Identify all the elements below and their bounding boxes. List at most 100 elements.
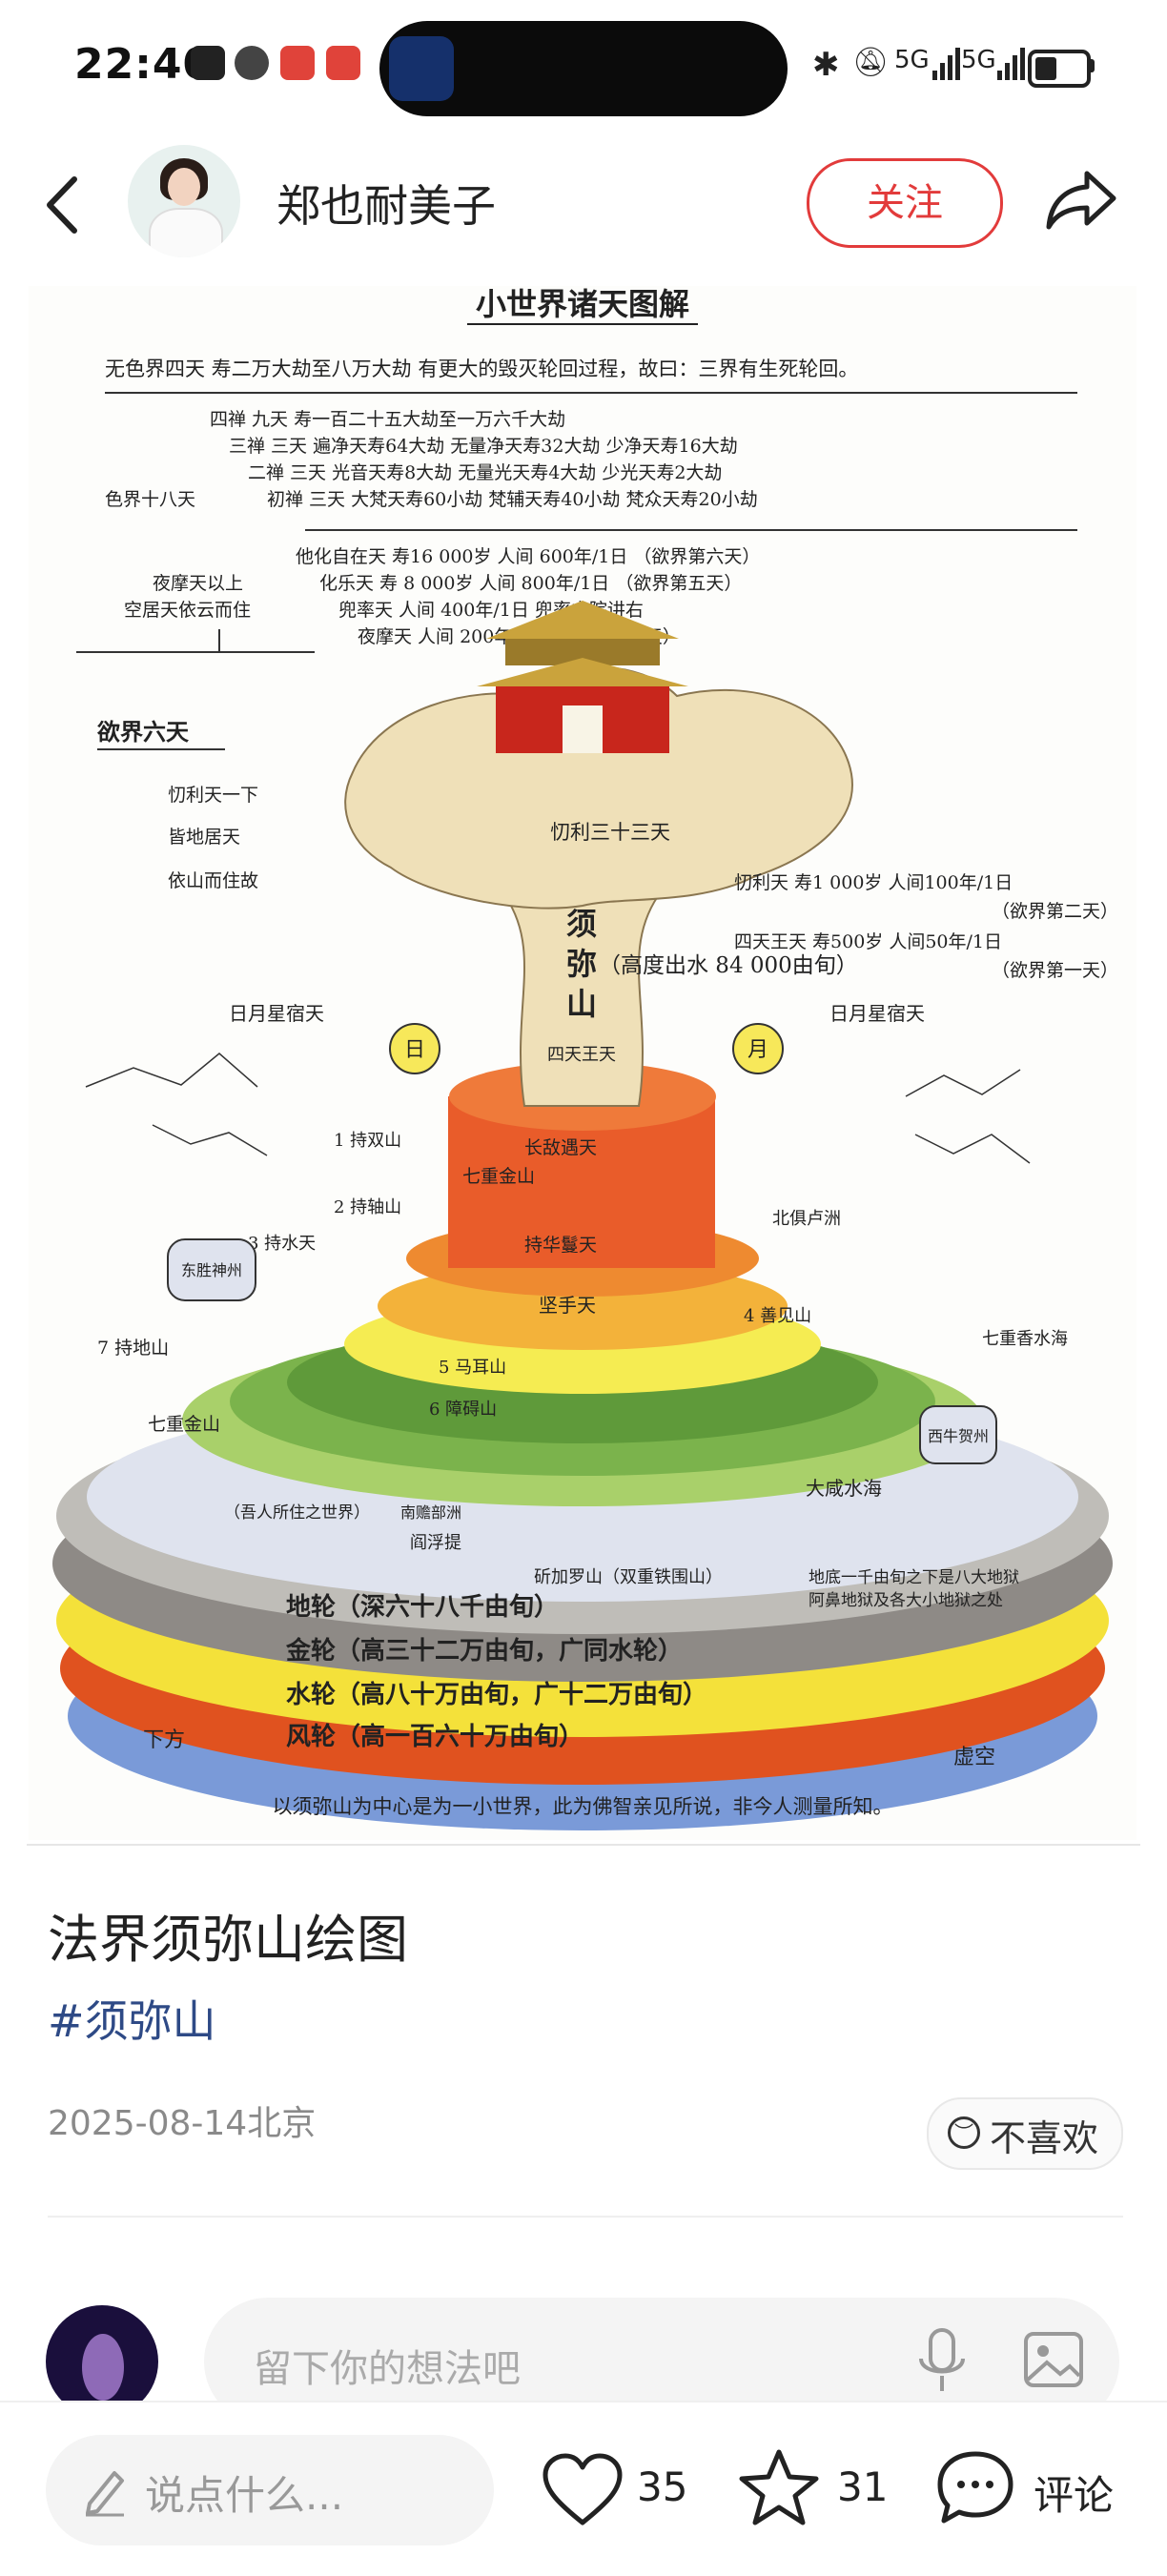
left-note: 依山而住故 (168, 870, 258, 891)
mountain-label: 坚手天 (539, 1294, 596, 1317)
mountain-label: （吾人所住之世界） (224, 1503, 370, 1523)
comment-placeholder[interactable]: 留下你的想法吧 (254, 2347, 521, 2391)
figure-formless-realm: 无色界四天 寿二万大劫至八万大劫 有更大的毁灭轮回过程，故曰：三界有生死轮回。 (105, 358, 858, 380)
sumeru-char: 须 (566, 906, 597, 942)
dislike-label[interactable]: 不喜欢 (990, 2117, 1099, 2159)
moon-label: 月 (747, 1038, 768, 1062)
mountain-label: 1 持双山 (334, 1131, 401, 1151)
likes-count: 35 (637, 2464, 688, 2510)
mountain-label: 北俱卢洲 (772, 1209, 841, 1229)
back-icon[interactable] (42, 162, 84, 248)
app-notification-icon (280, 46, 315, 80)
sumeru-height: （高度出水 84 000由旬） (599, 953, 858, 978)
form-row: 初禅 三天 大梵天寿60小劫 梵辅天寿40小劫 梵众天寿20小劫 (267, 489, 758, 510)
form-row: 三禅 三天 遍净天寿64大劫 无量净天寿32大劫 少净天寿16大劫 (229, 436, 738, 457)
figure-title: 小世界诸天图解 (476, 286, 689, 322)
island-app-icon (389, 36, 454, 101)
comment-label[interactable]: 评论 (1034, 2472, 1115, 2519)
sun-moon-label: 日月星宿天 (829, 1002, 925, 1025)
layer-label: 水轮（高八十万由旬，广十二万由旬） (286, 1680, 707, 1709)
sun-moon-label: 日月星宿天 (229, 1002, 324, 1025)
say-something-input[interactable] (46, 2435, 494, 2545)
dislike-face-icon: ︶ (948, 2116, 980, 2149)
four-kings-label: 四天王天 (547, 1045, 616, 1065)
signal-bars-icon (997, 48, 1026, 80)
form-realm-label: 色界十八天 (105, 489, 195, 510)
signal-bars-icon (932, 48, 961, 80)
mountain-label: 7 持地山 (97, 1338, 169, 1359)
mountain-label: 持华鬘天 (524, 1234, 597, 1256)
star-icon[interactable] (736, 2446, 822, 2530)
below-label: 下方 (143, 1728, 185, 1752)
pencil-icon (80, 2465, 128, 2517)
layer-label: 金轮（高三十二万由旬，广同水轮） (285, 1636, 683, 1666)
follow-button[interactable]: 关注 (807, 158, 1003, 248)
favorites-count: 31 (837, 2464, 889, 2510)
mountain-label: 南赡部洲 (400, 1503, 461, 1522)
yama-note: 空居天依云而住 (124, 600, 251, 621)
right-note: （欲界第二天） (992, 901, 1118, 922)
mountain-label: 地底一千由旬之下是八大地狱 (809, 1568, 1019, 1587)
heart-icon[interactable] (540, 2450, 625, 2530)
mountain-label: 长敌遇天 (524, 1137, 597, 1158)
upload-notification-icon (191, 46, 225, 80)
mountain-label: 斫加罗山（双重铁围山） (534, 1567, 723, 1587)
desire-row: 化乐天 寿 8 000岁 人间 800年/1日 （欲界第五天） (319, 573, 742, 594)
mountain-label: 5 马耳山 (439, 1358, 506, 1378)
mountain-label: 6 障碍山 (429, 1400, 497, 1420)
status-bar: 22:40 ✱ 🔕︎ 5G 5G (0, 0, 1167, 133)
figure-caption: 以须弥山为中心是为一小世界，此为佛智亲见所说，非今人测量所知。 (273, 1795, 893, 1818)
mountain-label: 3 持水天 (248, 1234, 316, 1254)
mountain-label: 阿鼻地狱及各大小地狱之处 (809, 1591, 1003, 1610)
layer-label: 地轮（深六十八千由旬） (286, 1593, 559, 1622)
mountain-label: 七重香水海 (982, 1329, 1068, 1349)
user-avatar[interactable] (46, 2305, 158, 2418)
app-notification-icon (326, 46, 360, 80)
right-note: 四天王天 寿500岁 人间50年/1日 (734, 931, 1002, 952)
image-divider (27, 1844, 1140, 1846)
wechat-notification-icon (235, 46, 269, 80)
layer-label: 风轮（高一百六十万由旬） (286, 1722, 584, 1751)
right-note: （欲界第一天） (992, 960, 1118, 981)
form-row: 四禅 九天 寿一百二十五大劫至一万六千大劫 (210, 409, 565, 430)
mountain-label: 大咸水海 (806, 1477, 882, 1500)
mountain-label: 西牛贺州 (928, 1427, 989, 1445)
post-title: 法界须弥山绘图 (48, 1910, 408, 1970)
mountain-label: 东胜神州 (181, 1261, 242, 1279)
sun-label: 日 (404, 1038, 425, 1062)
battery-tip (1089, 59, 1095, 72)
desire-row: 他化自在天 寿16 000岁 人间 600年/1日 （欲界第六天） (296, 546, 760, 567)
void-label: 虚空 (953, 1746, 995, 1769)
mountain-label: 七重金山 (148, 1414, 220, 1435)
sumeru-char: 弥 (566, 946, 597, 982)
signal-5g-2: 5G (961, 46, 996, 74)
status-time: 22:40 (74, 40, 214, 89)
battery-level (1035, 57, 1056, 80)
hashtag-link[interactable]: #须弥山 (48, 1995, 216, 2047)
mountain-label: 4 善见山 (744, 1306, 811, 1326)
section-divider (48, 2216, 1123, 2218)
comment-icon[interactable] (934, 2446, 1016, 2530)
sumeru-char: 山 (566, 986, 597, 1022)
mic-icon[interactable] (913, 2326, 971, 2399)
desire-realm-label: 欲界六天 (96, 718, 189, 746)
yama-note: 夜摩天以上 (153, 573, 243, 594)
left-note: 忉利天一下 (168, 785, 258, 806)
left-note: 皆地居天 (168, 827, 240, 848)
image-icon[interactable] (1020, 2326, 1087, 2393)
say-placeholder[interactable]: 说点什么... (145, 2472, 344, 2519)
post-image-sumeru-diagram[interactable]: 小世界诸天图解 无色界四天 寿二万大劫至八万大劫 有更大的毁灭轮回过程，故曰：三… (29, 286, 1136, 1840)
author-avatar[interactable] (128, 145, 240, 257)
mountain-label: 七重金山 (462, 1166, 535, 1187)
signal-5g-1: 5G (894, 46, 930, 74)
right-note: 忉利天 寿1 000岁 人间100年/1日 (734, 872, 1013, 893)
mountain-label: 阎浮提 (410, 1533, 461, 1553)
form-row: 二禅 三天 光音天寿8大劫 无量光天寿4大劫 少光天寿2大劫 (248, 462, 722, 483)
trayastrimsa-label: 忉利三十三天 (550, 821, 670, 844)
bluetooth-icon: ✱ (812, 46, 840, 84)
post-date-location: 2025-08-14北京 (48, 2104, 317, 2143)
mountain-label: 2 持轴山 (334, 1197, 401, 1217)
author-name[interactable]: 郑也耐美子 (276, 180, 496, 232)
share-icon[interactable] (1043, 164, 1119, 236)
mute-icon: 🔕︎ (852, 46, 890, 79)
